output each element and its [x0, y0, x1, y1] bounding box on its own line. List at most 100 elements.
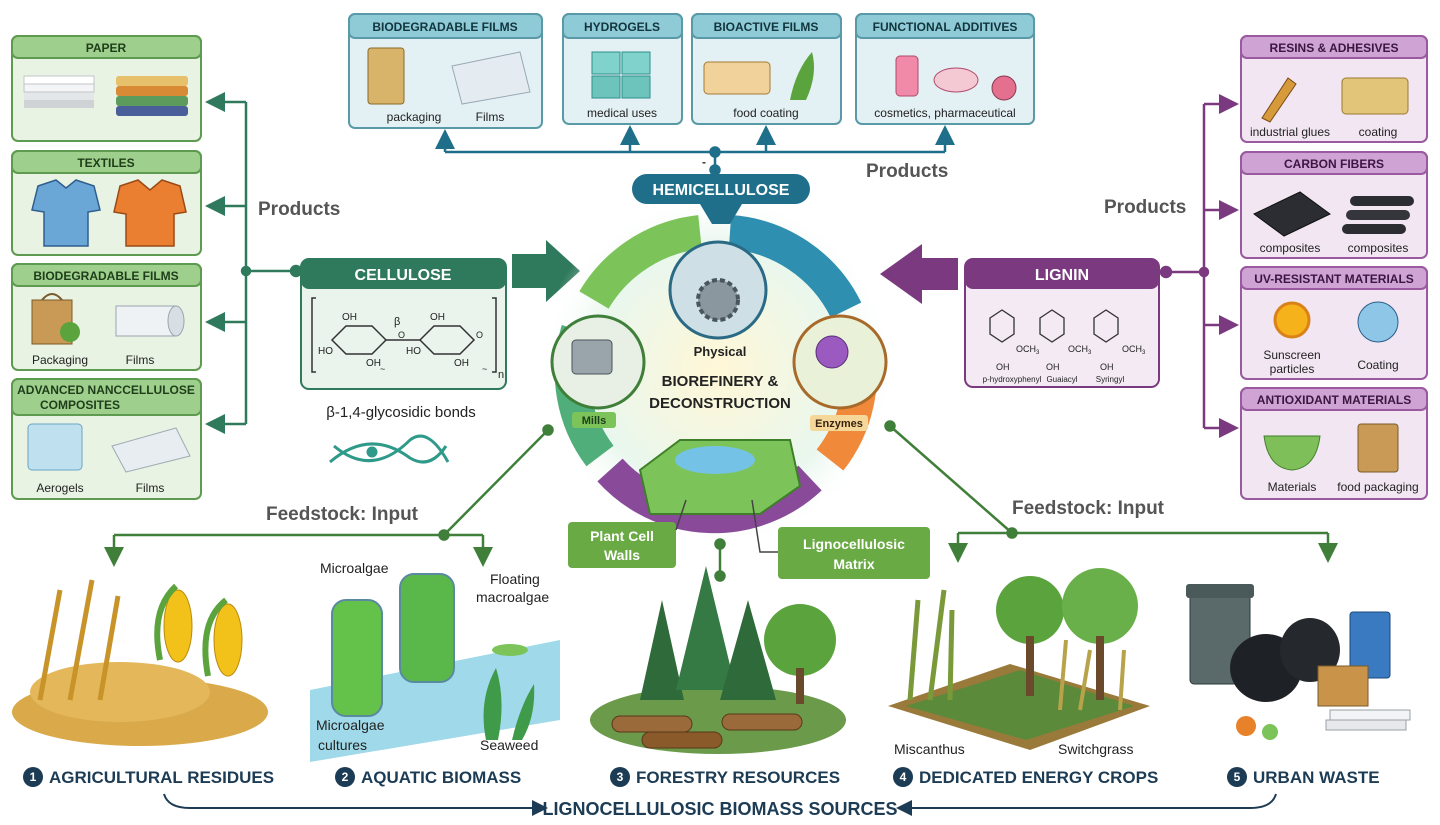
bioreactor-tank-icon [331, 599, 383, 717]
source-aquatic: 2 AQUATIC BIOMASS [335, 767, 521, 787]
cellulose-ho-2: HO [406, 346, 421, 357]
right-box-antioxidant: ANTIOXIDANT MATERIALS Materials food pac… [1240, 387, 1428, 500]
cellulose-o-1: O [398, 330, 405, 340]
enzyme-molecule-icon [815, 335, 849, 369]
deciduous-tree-icon [764, 604, 836, 676]
dropper-icon [1261, 77, 1297, 123]
plant-cell-walls-line1: Plant Cell [590, 528, 654, 544]
hydrogels-label: medical uses [587, 106, 657, 120]
bioactive-label: food coating [733, 106, 798, 120]
lignin-och-2-sub: 3 [1088, 350, 1092, 356]
shopping-bag-icon [31, 293, 80, 345]
hydrogel-cubes-icon [591, 51, 651, 99]
film-roll-icon [115, 305, 185, 337]
uv-sunscreen-label: Sunscreen [1263, 348, 1320, 362]
biorefinery-title-1: BIOREFINERY & [662, 373, 779, 390]
cellulose-title: CELLULOSE [355, 267, 452, 284]
pine-tree-icon [640, 600, 684, 700]
microalgae-cultures-label-2: cultures [318, 737, 367, 753]
cellulose-n: n [498, 369, 504, 381]
cellulose-tilde-1: ~ [380, 364, 385, 374]
resin-block-icon [1341, 77, 1409, 115]
food-waste-icon [1236, 716, 1256, 736]
left-products-column: PAPER TEXTILES BIODEGRADABLE FILMS [11, 35, 202, 500]
right-products-label: Products [1104, 197, 1186, 218]
lignin-unit-1: p-hydroxyphenyl [983, 375, 1042, 384]
source-num-2: 2 [342, 770, 349, 784]
additives-label: cosmetics, pharmaceutical [874, 106, 1015, 120]
blue-shirt-icon [31, 179, 101, 247]
nanocellulose-title-line2: COMPOSITES [40, 398, 120, 412]
feedstock-connectors [104, 420, 1338, 582]
cellulose-fiber-network-icon [329, 434, 450, 464]
cellulose-beta: β [394, 316, 400, 328]
coated-sphere-icon [1357, 301, 1399, 343]
source-agricultural: 1 AGRICULTURAL RESIDUES [23, 767, 274, 787]
lignin-och-3: OCH3 [1122, 344, 1146, 356]
left-product-connectors [205, 92, 303, 434]
top-products-row: BIODEGRADABLE FILMS packaging Films HYDR… [348, 13, 1035, 129]
source-name-3: FORESTRY RESOURCES [636, 768, 840, 787]
cellulose-structure [311, 297, 497, 373]
plant-cell-walls-line2: Walls [604, 547, 640, 563]
paper-stack-icon [23, 75, 95, 108]
recycle-bin-icon [1349, 611, 1391, 679]
antioxidant-title: ANTIOXIDANT MATERIALS [1257, 393, 1411, 407]
product-box-nanocellulose: ADVANCED NANCCELLULOSE COMPOSITES Aeroge… [11, 378, 202, 500]
top-film-sheet-icon [451, 51, 531, 105]
top-films-title: BIODEGRADABLE FILMS [372, 20, 517, 34]
uv-particles-label: particles [1270, 362, 1315, 376]
ligno-matrix-line2: Matrix [833, 556, 874, 572]
antioxidant-materials-label: Materials [1268, 480, 1317, 494]
biorefinery-cycle: Physical BIOREFINERY & DECONSTRUCTION Mi… [538, 190, 898, 550]
seaweed-icon [483, 668, 535, 740]
source-name-2: AQUATIC BIOMASS [361, 768, 521, 787]
resins-title: RESINS & ADHESIVES [1270, 41, 1399, 55]
top-products-label: Products [866, 161, 948, 182]
top-box-hydrogels: HYDROGELS medical uses [562, 13, 683, 125]
food-coating-roll-icon [703, 61, 771, 95]
lignin-och-1-sub: 3 [1036, 350, 1040, 356]
biorefinery-title-2: DECONSTRUCTION [649, 395, 791, 412]
matrix-pointer [751, 499, 778, 553]
lignin-structures [989, 309, 1119, 343]
lignin-title: LIGNIN [1035, 267, 1089, 284]
glycosidic-bonds-label: β-1,4-glycosidic bonds [326, 404, 476, 421]
seaweed-label: Seaweed [480, 737, 538, 753]
top-films-films-label: Films [476, 110, 505, 124]
physical-label: Physical [694, 344, 747, 359]
lignin-oh-1: OH [996, 362, 1010, 372]
hemi-dash: - [702, 155, 706, 169]
textiles-title: TEXTILES [77, 156, 134, 170]
lignin-oh-2: OH [1046, 362, 1060, 372]
bioreactor-tank-icon-2 [399, 573, 455, 683]
hydrogels-title: HYDROGELS [584, 20, 660, 34]
lignin-box: LIGNIN OH OCH3 OH OCH3 OH OCH3 p-hydroxy… [964, 258, 1160, 388]
energy-crops-illustration: Miscanthus Switchgrass [888, 568, 1150, 757]
top-box-functional-additives: FUNCTIONAL ADDITIVES cosmetics, pharmace… [855, 13, 1035, 125]
cellulose-oh-2: OH [430, 312, 445, 323]
orange-jacket-icon [113, 179, 187, 247]
mill-machine-icon [571, 339, 613, 375]
miscanthus-label: Miscanthus [894, 741, 965, 757]
forestry-resources-illustration [590, 566, 846, 754]
cellulose-box: CELLULOSE OH OH HO HO OH OH β n O O ~ ~ [300, 258, 507, 390]
product-box-textiles: TEXTILES [11, 150, 202, 256]
cellulose-oh-3: OH [366, 358, 381, 369]
plant-cell-walls-tag: Plant Cell Walls [568, 522, 676, 568]
ligno-matrix-tag: Lignocellulosic Matrix [778, 527, 930, 579]
cellulose-ho-1: HO [318, 346, 333, 357]
left-films-title: BIODEGRADABLE FILMS [33, 269, 178, 283]
nanofilm-icon [111, 427, 191, 473]
cellulose-oh-4: OH [454, 358, 469, 369]
corn-cob-icon [163, 589, 193, 663]
carbon-rods-icon [1342, 196, 1414, 234]
lignin-oh-3: OH [1100, 362, 1114, 372]
bottom-title: LIGNOCELLULOSIC BIOMASS SOURCES [542, 799, 897, 819]
source-num-3: 3 [617, 770, 624, 784]
source-urban-waste: 5 URBAN WASTE [1227, 767, 1380, 787]
microalgae-label: Microalgae [320, 560, 389, 576]
cellulose-oh-1: OH [342, 312, 357, 323]
tree-crop-icon [996, 576, 1064, 644]
